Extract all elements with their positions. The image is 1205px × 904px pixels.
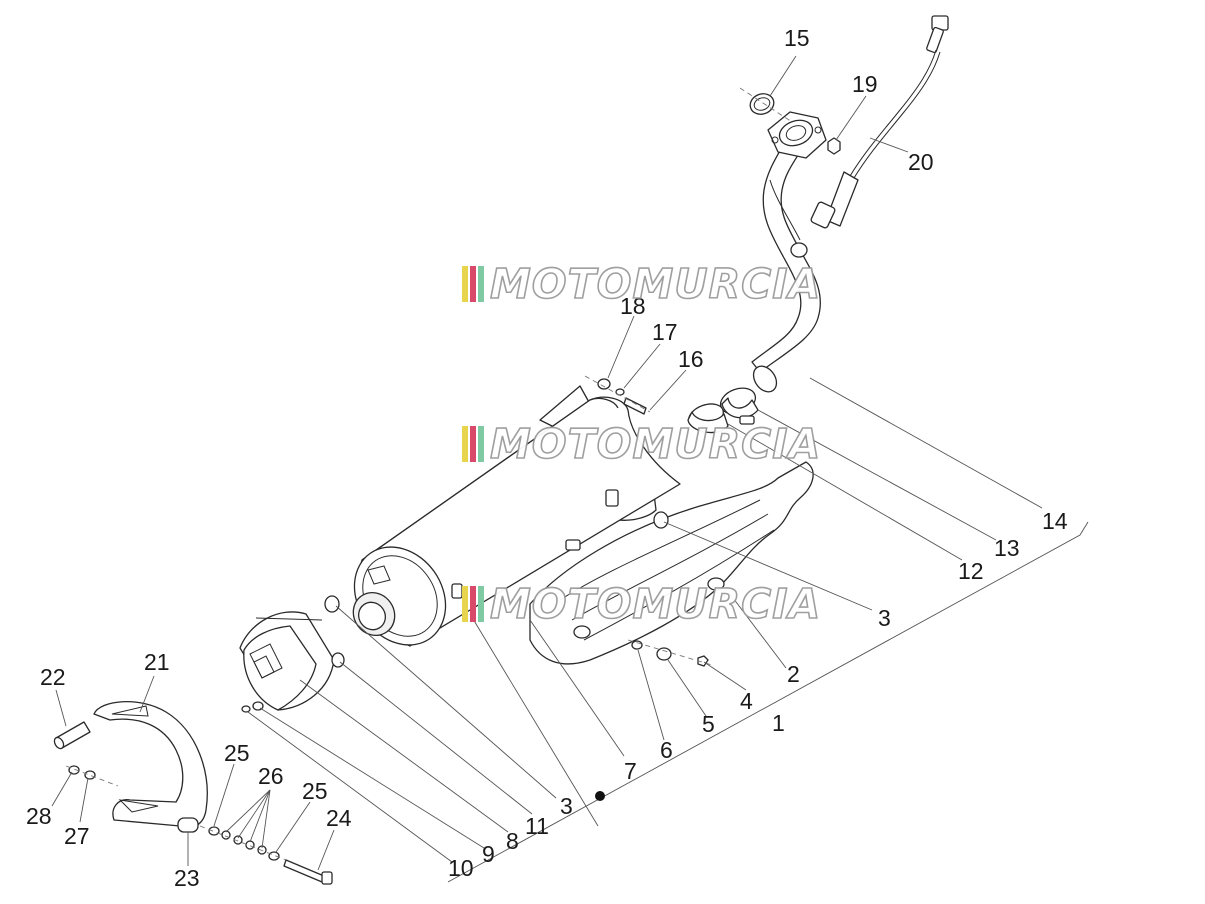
callout-8: 8: [506, 828, 519, 854]
flange-nut: [827, 137, 841, 155]
callout-25-left: 25: [224, 740, 250, 766]
callout-15: 15: [784, 25, 810, 51]
callout-labels: 1 2 3 3 4 5 6 7 8 9 10 11 12 13 14 15 16…: [26, 25, 1068, 891]
watermark-text: MOTOMURCIA: [490, 420, 821, 468]
callout-17: 17: [652, 319, 678, 345]
callout-19: 19: [852, 71, 878, 97]
callout-11: 11: [525, 813, 549, 839]
callout-23: 23: [174, 865, 200, 891]
callout-3-bottom: 3: [560, 793, 573, 819]
fasteners: [584, 375, 713, 667]
callout-3-right: 3: [878, 605, 891, 631]
pipe-clamp: [719, 387, 759, 425]
long-bolt: [283, 859, 333, 885]
watermark-text: MOTOMURCIA: [490, 580, 821, 628]
callout-25-right: 25: [302, 778, 328, 804]
watermark-stripe: [478, 266, 484, 302]
spacer-bushing: [177, 817, 199, 833]
watermark-middle: MOTOMURCIA: [462, 419, 821, 469]
watermark-stripe: [462, 586, 468, 622]
callout-24: 24: [326, 805, 352, 831]
watermark-text: MOTOMURCIA: [490, 260, 821, 308]
callout-5: 5: [702, 711, 715, 737]
rubber-grommet: [324, 511, 669, 668]
muffler-body: [352, 385, 681, 647]
heat-shield: [529, 461, 814, 665]
callout-16: 16: [678, 346, 704, 372]
assembly-bracket: [447, 521, 1089, 883]
callout-14: 14: [1042, 508, 1068, 534]
callout-18: 18: [620, 293, 646, 319]
callout-28: 28: [26, 803, 52, 829]
callout-2: 2: [787, 661, 800, 687]
callout-27: 27: [64, 823, 90, 849]
gasket-ring: [739, 87, 793, 123]
callout-26: 26: [258, 763, 284, 789]
callout-6: 6: [660, 737, 673, 763]
watermark-top: MOTOMURCIA: [462, 259, 821, 309]
watermark-bottom: MOTOMURCIA: [462, 579, 821, 629]
watermark-stripe: [462, 266, 468, 302]
pin: [53, 721, 91, 750]
cover-screws: [241, 701, 264, 713]
watermark-stripe: [470, 586, 476, 622]
watermark-stripe: [478, 426, 484, 462]
callout-10: 10: [448, 855, 474, 881]
leader-lines: [51, 55, 1043, 871]
washers: [65, 765, 287, 861]
callout-4: 4: [740, 688, 753, 714]
header-pipe: [751, 111, 827, 393]
callout-1: 1: [772, 710, 785, 736]
callout-13: 13: [994, 535, 1020, 561]
watermark-stripe: [470, 426, 476, 462]
reference-dot: [595, 791, 605, 801]
callout-12: 12: [958, 558, 984, 584]
callout-21: 21: [144, 649, 170, 675]
watermark-stripe: [462, 426, 468, 462]
watermark-stripe: [470, 266, 476, 302]
callout-9: 9: [482, 841, 495, 867]
tailpipe-cover: [239, 611, 335, 711]
lambda-sensor: [810, 15, 949, 229]
pipe-sleeve: [687, 403, 729, 434]
callout-7: 7: [624, 758, 637, 784]
support-strap: [93, 701, 208, 829]
watermark-stripe: [478, 586, 484, 622]
callout-22: 22: [40, 664, 66, 690]
callout-20: 20: [908, 149, 934, 175]
